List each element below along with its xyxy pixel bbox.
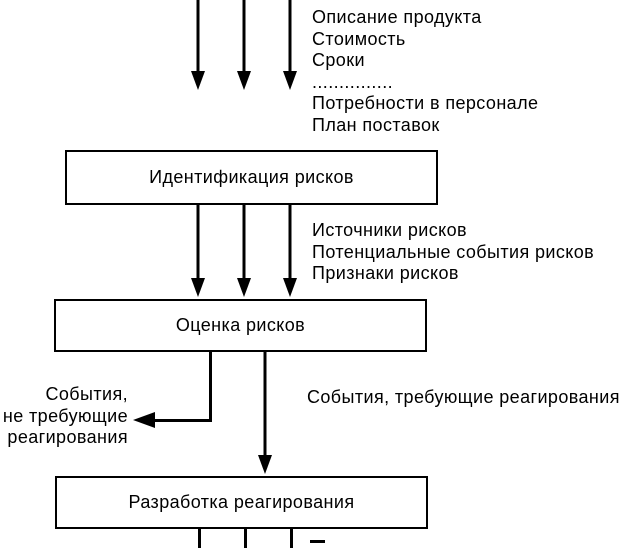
identification-output-arrow-3 xyxy=(283,205,297,297)
box-risk-identification-label: Идентификация рисков xyxy=(149,167,354,187)
arrow-down-icon xyxy=(237,71,251,90)
box-response-development: Разработка реагирования xyxy=(55,476,428,529)
output-line: Источники рисков xyxy=(312,220,468,240)
input-line: Потребности в персонале xyxy=(312,93,539,113)
no-response-arrow-vertical xyxy=(209,352,212,422)
no-response-label-line: реагирования xyxy=(7,427,128,447)
arrow-down-icon xyxy=(237,278,251,297)
input-line: Сроки xyxy=(312,50,365,70)
identification-output-arrow-2 xyxy=(237,205,251,297)
no-response-label-line: События, xyxy=(45,384,128,404)
box-risk-assessment-label: Оценка рисков xyxy=(175,315,306,335)
input-line: Стоимость xyxy=(312,28,406,49)
response-output-line-1 xyxy=(198,529,201,548)
arrow-down-icon xyxy=(283,71,297,90)
output-line: Признаки рисков xyxy=(312,263,459,283)
arrow-shaft xyxy=(242,205,246,280)
input-arrow-3 xyxy=(283,0,297,90)
box-risk-identification: Идентификация рисков xyxy=(65,150,438,205)
box-response-development-label: Разработка реагирования xyxy=(128,492,355,512)
response-output-line-3 xyxy=(290,529,293,548)
box-risk-assessment: Оценка рисков xyxy=(54,299,427,352)
response-output-line-2 xyxy=(244,529,247,548)
arrow-left-icon xyxy=(133,412,155,428)
arrow-shaft xyxy=(288,0,292,73)
identification-output-arrow-1 xyxy=(191,205,205,297)
response-required-label: События, требующие реагирования xyxy=(307,387,620,407)
no-response-label-line: не требующие xyxy=(2,405,128,426)
input-line: План поставок xyxy=(312,114,440,135)
response-required-arrow xyxy=(258,352,272,474)
identification-output-list: Источники рисков Потенциальные события р… xyxy=(312,220,594,285)
output-line: Потенциальные события рисков xyxy=(312,241,595,262)
arrow-shaft xyxy=(196,0,200,73)
arrow-down-icon xyxy=(191,71,205,90)
arrow-shaft xyxy=(263,352,267,457)
input-line-dots: ............... xyxy=(312,71,394,92)
arrow-shaft xyxy=(288,205,292,280)
no-response-label: События, не требующие реагирования xyxy=(0,384,128,449)
input-arrow-2 xyxy=(237,0,251,90)
input-arrow-1 xyxy=(191,0,205,90)
arrow-down-icon xyxy=(191,278,205,297)
cut-off-text-fragment xyxy=(310,540,325,543)
arrow-shaft xyxy=(196,205,200,280)
no-response-arrow-horizontal xyxy=(152,419,212,422)
arrow-shaft xyxy=(242,0,246,73)
input-list: Описание продукта Стоимость Сроки ......… xyxy=(312,7,538,136)
arrow-down-icon xyxy=(258,455,272,474)
arrow-down-icon xyxy=(283,278,297,297)
input-line: Описание продукта xyxy=(312,7,482,27)
